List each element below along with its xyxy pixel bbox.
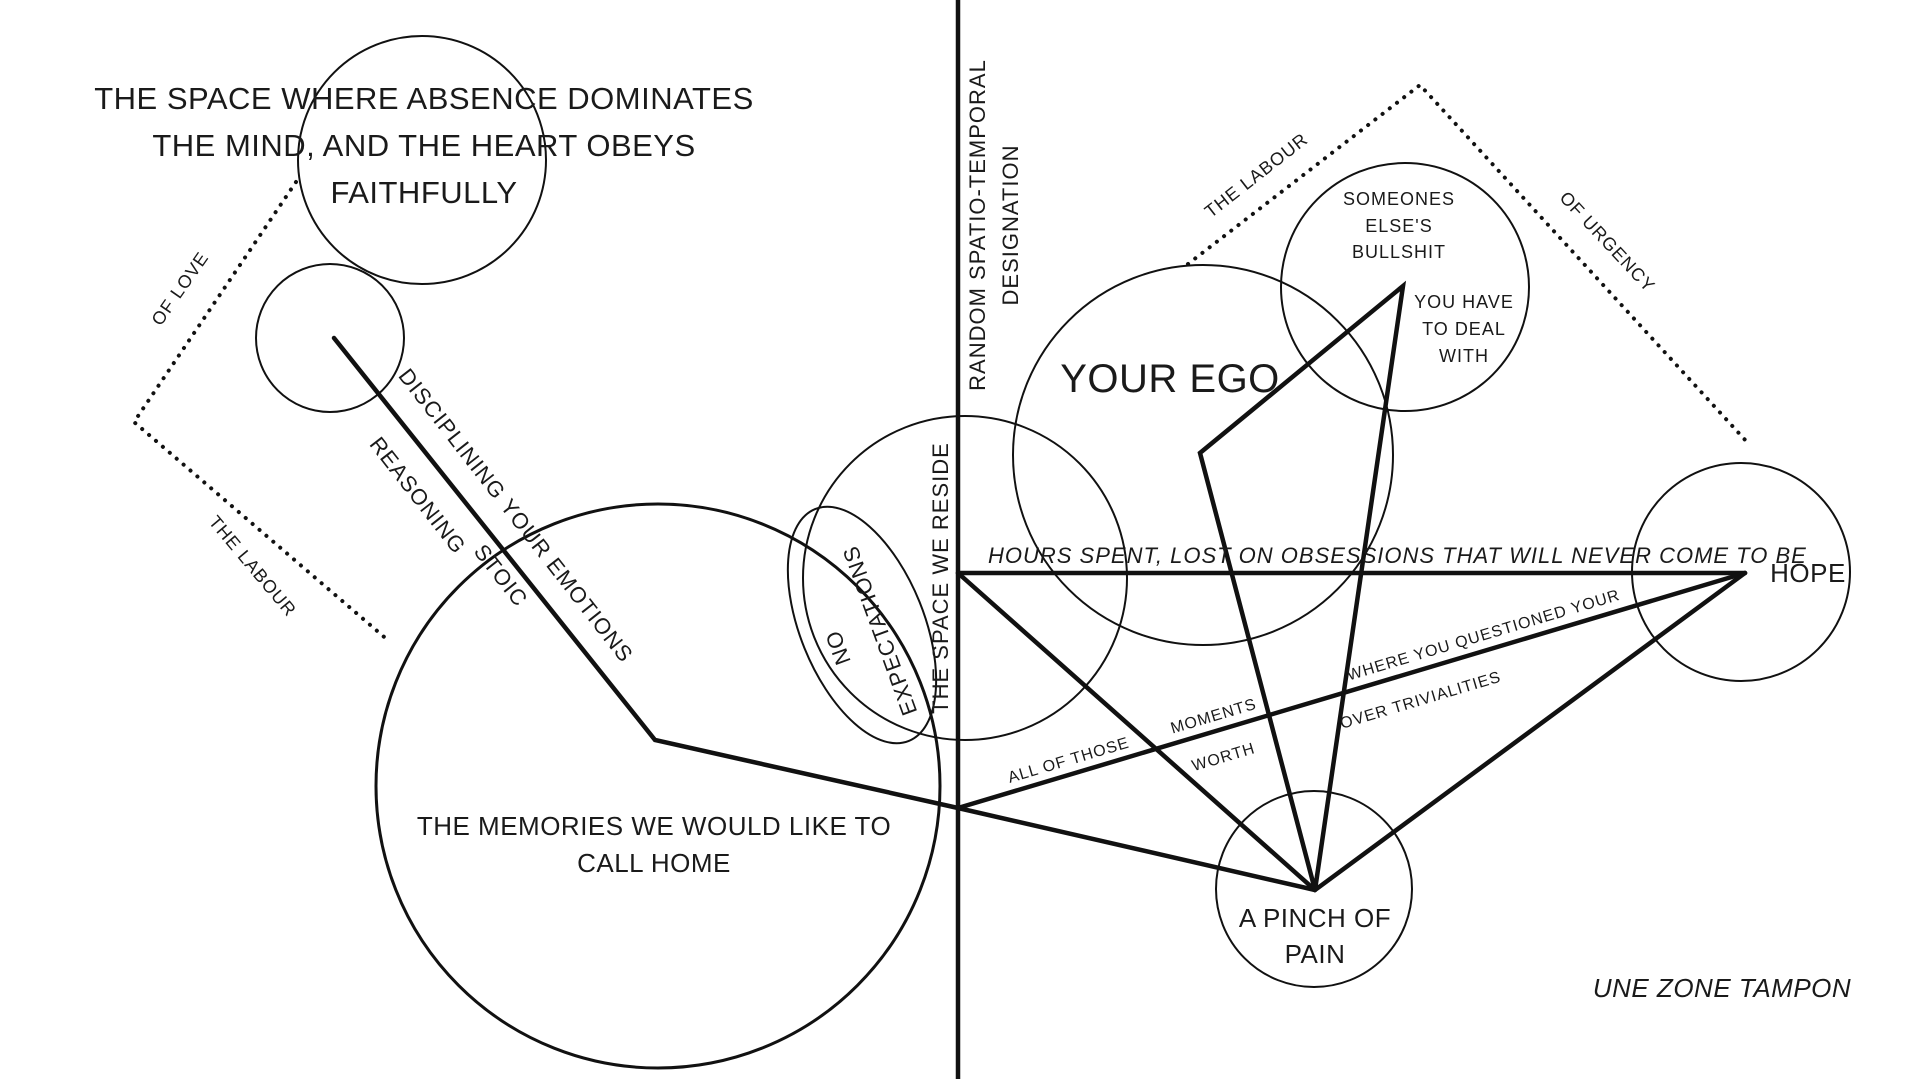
circle-someones-bullshit <box>1280 162 1530 412</box>
label-deal-line-2: TO DEAL <box>1422 319 1506 339</box>
dotted-path-left <box>131 180 392 644</box>
circle-pinch-of-pain <box>1215 790 1413 988</box>
label-random-line-2: DESIGNATION <box>998 145 1023 306</box>
circle-small-left <box>255 263 405 413</box>
label-une-zone-tampon: UNE ZONE TAMPON <box>1593 973 1851 1003</box>
label-pinch-line-1: A PINCH OF <box>1239 903 1391 933</box>
label-pinch-line-2: PAIN <box>1285 939 1346 969</box>
title-line-3: FAITHFULLY <box>330 175 517 210</box>
label-someones-line-1: SOMEONES <box>1343 189 1455 209</box>
circle-space-we-reside <box>802 415 1128 741</box>
label-deal-line-1: YOU HAVE <box>1414 292 1514 312</box>
title-line-1: THE SPACE WHERE ABSENCE DOMINATES <box>94 81 754 116</box>
label-the-labour-left: THE LABOUR <box>205 512 301 621</box>
line-reside-to-pain <box>955 570 1318 893</box>
line-stoic-to-memories <box>331 335 961 811</box>
circle-memories <box>374 502 942 1070</box>
line-memories-to-pain <box>955 805 1318 893</box>
dotted-path-right <box>1186 82 1749 444</box>
label-where-questioned: WHERE YOU QUESTIONED YOUR <box>1345 587 1622 684</box>
label-memories-line-2: CALL HOME <box>577 848 731 878</box>
label-deal-line-3: WITH <box>1439 346 1489 366</box>
line-hope-to-pain <box>1312 570 1748 893</box>
ellipse-no-expectations <box>786 505 938 745</box>
label-of-urgency: OF URGENCY <box>1556 188 1659 297</box>
label-random-line-1: RANDOM SPATIO-TEMPORAL <box>965 59 990 391</box>
label-memories-line-1: THE MEMORIES WE WOULD LIKE TO <box>417 811 891 841</box>
circle-your-ego <box>1012 264 1394 646</box>
label-the-labour-right: THE LABOUR <box>1201 129 1312 222</box>
label-space-we-reside: THE SPACE WE RESIDE <box>928 442 953 714</box>
label-someones-line-3: BULLSHIT <box>1352 242 1446 262</box>
label-your-ego: YOUR EGO <box>1060 357 1280 401</box>
title-line-2: THE MIND, AND THE HEART OBEYS <box>152 128 695 163</box>
circle-absence <box>297 35 547 285</box>
label-hours-spent: HOURS SPENT, LOST ON OBSESSIONS THAT WIL… <box>988 543 1807 568</box>
line-ego-zigzag <box>1197 280 1407 893</box>
label-hope: HOPE <box>1770 558 1846 588</box>
line-trivialities <box>955 570 1748 811</box>
label-worth: WORTH <box>1190 740 1257 775</box>
label-someones-line-2: ELSE'S <box>1365 216 1432 236</box>
